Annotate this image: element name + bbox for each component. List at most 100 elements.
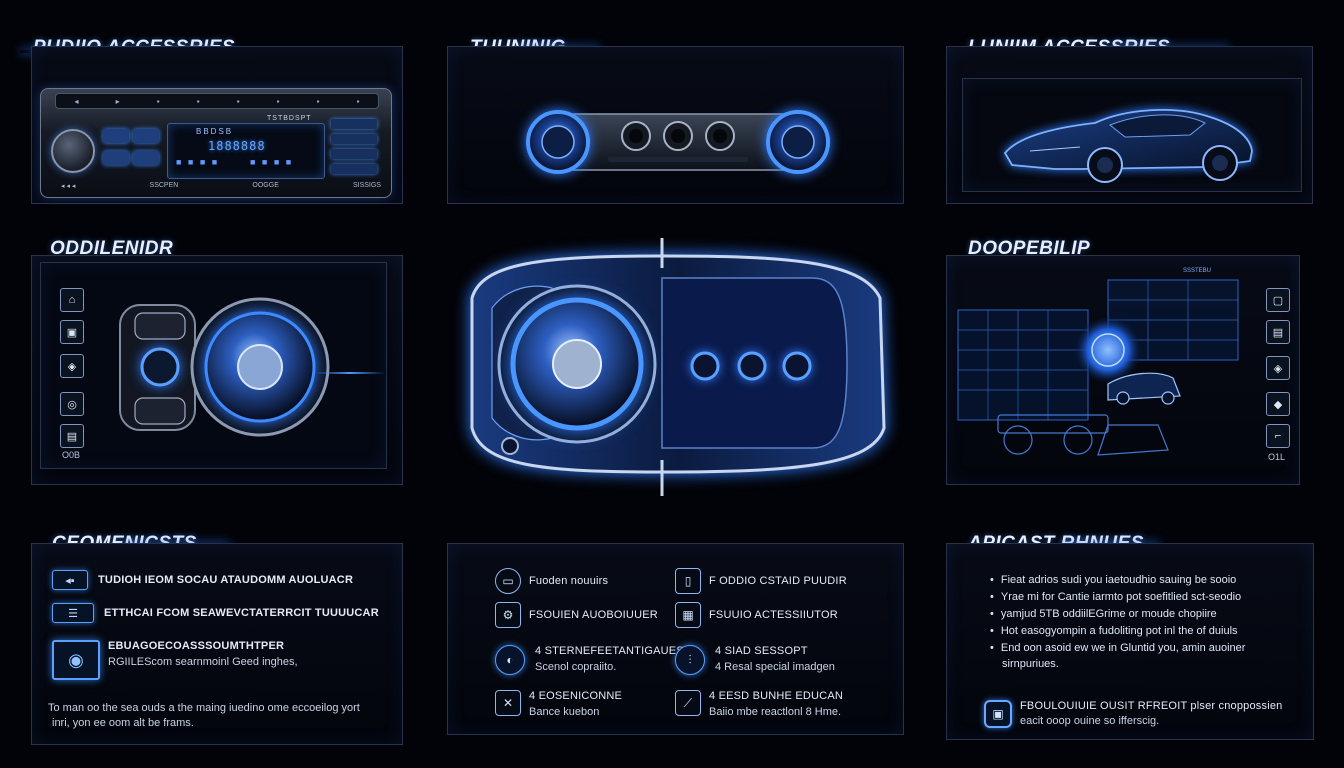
feature-item-3[interactable]: ⚙ FSOUIEN AUOBOIUUER: [495, 602, 658, 628]
radio-top-strip: ◂ ▸ ▪ ▪ ▪ ▪ ▪ ▪: [55, 93, 379, 109]
ceomenists-item-1[interactable]: ◂▪ TUDIOH IEOM SOCAU ATAUDOMM AUOLUACR: [52, 570, 353, 590]
hud-side-button-1[interactable]: ▢: [1266, 288, 1290, 312]
radio-top-button[interactable]: ▪: [196, 96, 200, 106]
side-button-2[interactable]: ▣: [60, 320, 84, 344]
ceomenists-item-label: ETTHCAI FCOM SEAWEVCTATERRCIT TUUUUCAR: [104, 607, 379, 619]
feature-item-label: FSUUIO ACTESSIIUTOR: [709, 609, 838, 621]
apicast-bullet: Fieat adrios sudi you iaetoudhio sauing …: [990, 574, 1236, 586]
feature-item-6[interactable]: ⫶ 4 SIAD SESSOPT 4 Resal special imadgen: [675, 645, 835, 675]
side-button-3[interactable]: ◈: [60, 354, 84, 378]
ceomenists-footer-line-2: inri, yon ee oom alt be frams.: [52, 717, 194, 729]
feature-item-4[interactable]: ▦ FSUUIO ACTESSIIUTOR: [675, 602, 838, 628]
radio-button[interactable]: [133, 151, 159, 165]
sports-car-illustration: [1003, 109, 1253, 183]
section-title-doopebilip: DOOPEBILIP: [968, 238, 1091, 259]
ceomenists-footer-line-1: To man oo the sea ouds a the maing iuedi…: [48, 702, 360, 714]
control-glowline: [315, 372, 385, 374]
apicast-bullet: yamjud 5TB oddiilEGrime or moude chopiir…: [990, 608, 1217, 620]
radio-top-button[interactable]: ▪: [316, 96, 320, 106]
radio-display: BBDSB 1888888 ■ ■ ■ ■ ■ ■ ■ ■: [167, 123, 325, 179]
feature-item-label: 4 EOSENICONNE: [529, 690, 623, 702]
radio-button[interactable]: [133, 129, 159, 143]
radio-top-button[interactable]: ▪: [236, 96, 240, 106]
apicast-callout-line-2: eacit ooop ouine so ifferscig.: [1020, 715, 1160, 727]
device-icon: ▯: [675, 568, 701, 594]
radio-bottom-label: OOGGE: [252, 182, 279, 189]
feature-item-sub: Scenol copraiito.: [535, 661, 617, 673]
apicast-bullet: Yrae mi for Cantie iarmto pot soefitlied…: [990, 591, 1241, 603]
apicast-bullet: End oon asoid ew we in Gluntid you, amin…: [990, 642, 1246, 654]
radio-bottom-label: SSCPEN: [149, 182, 179, 189]
volume-knob[interactable]: [51, 129, 95, 173]
audio-circle-icon: ◐: [495, 645, 525, 675]
radio-button[interactable]: [103, 129, 129, 143]
feature-item-label: 4 SIAD SESSOPT: [715, 645, 808, 657]
car-top-view-illustration: [470, 238, 886, 496]
feature-item-5[interactable]: ◐ 4 STERNEFEETANTIGAUES Scenol copraiito…: [495, 645, 684, 675]
feature-item-sub: Bance kuebon: [529, 706, 600, 718]
feature-item-1[interactable]: ▭ Fuoden nouuirs: [495, 568, 608, 594]
side-button-4[interactable]: ◎: [60, 392, 84, 416]
hud-side-button-3[interactable]: ◈: [1266, 356, 1290, 380]
ceomenists-item-label: TUDIOH IEOM SOCAU ATAUDOMM AUOLUACR: [98, 574, 354, 586]
equalizer-icon: ⫶: [675, 645, 705, 675]
radio-button[interactable]: [331, 149, 377, 159]
display-mid-text: 1888888: [208, 139, 266, 153]
radio-button[interactable]: [331, 134, 377, 144]
radio-brand: TSTBDSPT: [267, 115, 312, 122]
feature-item-8[interactable]: ⟋ 4 EESD BUNHE EDUCAN Baiio mbe reactlon…: [675, 690, 843, 718]
radio-bottom-label: SISSIGS: [352, 182, 381, 189]
apicast-bullet-continuation: sirnpuriues.: [1002, 658, 1059, 670]
hud-side-button-4[interactable]: ◆: [1266, 392, 1290, 416]
cross-tools-icon: ✕: [495, 690, 521, 716]
feature-item-label: 4 STERNEFEETANTIGAUES: [535, 645, 684, 657]
ceomenists-item-label: EBUAGOECOASSSOUMTHTPER: [108, 640, 285, 652]
apicast-callout-line-1: FBOULOUIUIE OUSIT RFREOIT plser cnopposs…: [1020, 700, 1283, 712]
apicast-bullet: Hot easogyompin a fudoliting pot inl the…: [990, 625, 1238, 637]
eye-icon: ◉: [52, 640, 100, 680]
wrench-icon: ⟋: [675, 690, 701, 716]
radio-button[interactable]: [331, 119, 377, 129]
list-icon: ☰: [52, 603, 94, 623]
radio-top-button[interactable]: ▸: [115, 96, 120, 106]
monitor-icon: ▣: [984, 700, 1012, 728]
radio-button[interactable]: [331, 164, 377, 174]
right-panel-code: O1L: [1268, 452, 1286, 462]
display-lcd-right: ■ ■ ■ ■: [250, 157, 294, 167]
grid-icon: ▦: [675, 602, 701, 628]
side-button-1[interactable]: ⌂: [60, 288, 84, 312]
radio-top-button[interactable]: ▪: [356, 96, 360, 106]
arrow-icon: ◂▪: [52, 570, 88, 590]
radio-top-button[interactable]: ▪: [276, 96, 280, 106]
left-panel-code: O0B: [62, 450, 81, 460]
hud-side-button-2[interactable]: ▤: [1266, 320, 1290, 344]
side-button-5[interactable]: ▤: [60, 424, 84, 448]
radio-bottom-labels: ◂ ◂ ◂ SSCPEN OOGGE SISSIGS: [61, 182, 381, 190]
radio-right-buttons: [331, 119, 381, 179]
radio-top-button[interactable]: ◂: [74, 96, 79, 106]
speaker-icon: ▭: [495, 568, 521, 594]
section-title-oddilenidr: ODDILENIDR: [50, 238, 174, 259]
display-top-text: BBDSB: [196, 127, 234, 136]
feature-item-sub: 4 Resal special imadgen: [715, 661, 835, 673]
radio-top-button[interactable]: ▪: [156, 96, 160, 106]
hud-side-button-5[interactable]: ⌐: [1266, 424, 1290, 448]
feature-item-2[interactable]: ▯ F ODDIO CSTAID PUUDIR: [675, 568, 847, 594]
ceomenists-item-sub: RGIILEScom searnmoinl Geed inghes,: [108, 656, 298, 668]
speaker-control-illustration: [119, 297, 330, 437]
display-lcd-left: ■ ■ ■ ■: [176, 157, 220, 167]
feature-item-7[interactable]: ✕ 4 EOSENICONNE Bance kuebon: [495, 690, 622, 718]
ceomenists-item-3[interactable]: ◉ EBUAGOECOASSSOUMTHTPER RGIILEScom sear…: [52, 640, 298, 680]
settings-icon: ⚙: [495, 602, 521, 628]
feature-item-label: 4 EESD BUNHE EDUCAN: [709, 690, 843, 702]
radio-bottom-label: ◂ ◂ ◂: [61, 183, 76, 190]
ceomenists-item-2[interactable]: ☰ ETTHCAI FCOM SEAWEVCTATERRCIT TUUUUCAR: [52, 603, 379, 623]
radio-left-buttons: [103, 129, 159, 185]
tuning-amplifier-illustration: [526, 110, 830, 174]
feature-item-label: Fuoden nouuirs: [529, 575, 609, 587]
radio-head-unit[interactable]: ◂ ▸ ▪ ▪ ▪ ▪ ▪ ▪ BBDSB 1888888 ■ ■ ■ ■ ■ …: [40, 88, 392, 198]
apicast-callout[interactable]: ▣ FBOULOUIUIE OUSIT RFREOIT plser cnoppo…: [984, 700, 1283, 728]
hud-readout: SSSTEBU: [1183, 268, 1211, 274]
radio-button[interactable]: [103, 151, 129, 165]
feature-item-label: FSOUIEN AUOBOIUUER: [529, 609, 658, 621]
